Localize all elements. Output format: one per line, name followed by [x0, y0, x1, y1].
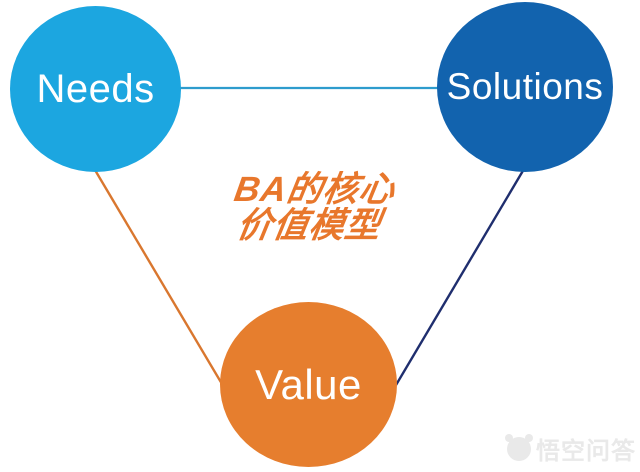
diagram-title-line2: 价值模型 [234, 206, 385, 245]
edge-solutions-value [394, 168, 526, 386]
node-needs: Needs [10, 6, 181, 172]
edge-needs-value [93, 169, 224, 385]
watermark: 悟空问答 [505, 431, 636, 466]
diagram-title: BA的核心 价值模型 [226, 170, 399, 245]
wukong-monkey-logo-icon [505, 433, 533, 461]
diagram-title-line1: BA的核心 [231, 170, 399, 209]
node-solutions: Solutions [437, 2, 613, 172]
node-needs-label: Needs [36, 66, 155, 111]
node-solutions-label: Solutions [446, 66, 604, 107]
node-value-label: Value [255, 360, 362, 408]
watermark-text: 悟空问答 [536, 438, 636, 465]
node-value: Value [220, 302, 397, 467]
